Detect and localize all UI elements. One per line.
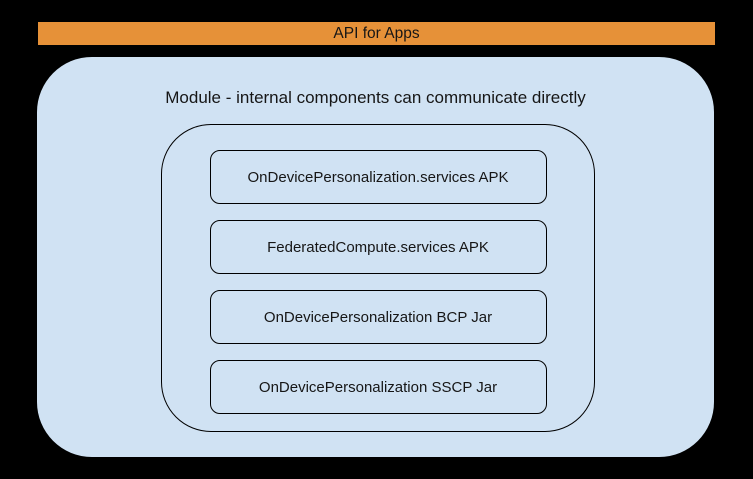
component-box-federatedcompute-services-apk: FederatedCompute.services APK	[209, 220, 547, 274]
component-box-odp-services-apk: OnDevicePersonalization.services APK	[209, 150, 547, 204]
api-for-apps-banner: API for Apps	[38, 22, 715, 45]
component-label: OnDevicePersonalization SSCP Jar	[258, 378, 498, 396]
module-components-group: OnDevicePersonalization.services APK Fed…	[161, 124, 595, 432]
module-title: Module - internal components can communi…	[165, 88, 586, 107]
component-label: FederatedCompute.services APK	[267, 238, 489, 256]
component-box-odp-bcp-jar: OnDevicePersonalization BCP Jar	[209, 290, 547, 344]
api-for-apps-label: API for Apps	[333, 24, 420, 42]
component-label: OnDevicePersonalization BCP Jar	[263, 308, 493, 326]
component-label: OnDevicePersonalization.services APK	[247, 168, 509, 186]
component-box-odp-sscp-jar: OnDevicePersonalization SSCP Jar	[209, 360, 547, 414]
module-container: Module - internal components can communi…	[37, 57, 714, 457]
